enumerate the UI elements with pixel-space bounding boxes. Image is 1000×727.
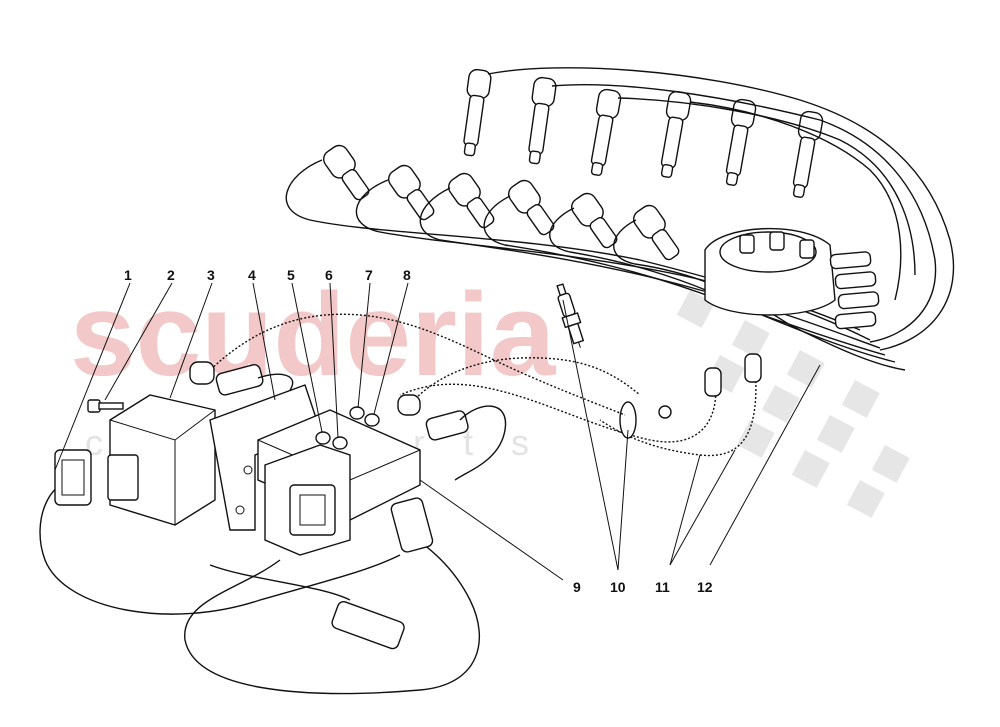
callout-8: 8 [403,267,411,283]
front-row-plug-boots [323,144,680,261]
sensor-cable [204,313,626,416]
connector-mid-2 [425,410,469,441]
callout-9: 9 [573,579,581,595]
connector-1 [54,449,92,506]
spark-plug [556,283,585,348]
callout-6: 6 [325,267,333,283]
connector-bottom [331,600,405,650]
distributor-cap [704,227,880,330]
control-units-assembly [87,384,421,556]
callout-12: 12 [697,579,713,595]
callout-2: 2 [167,267,175,283]
connector-mid [215,364,264,396]
connector-right [390,497,434,553]
callout-1: 1 [124,267,132,283]
ignition-lead-set [285,67,955,371]
callout-numbers: 1 2 3 4 5 6 7 8 9 10 11 12 [124,267,713,595]
bolt [87,399,124,413]
washers [315,406,380,450]
wiring-loom [39,364,507,695]
leader-lines [54,282,821,581]
cable-plug-left [189,361,215,385]
callout-4: 4 [248,267,256,283]
callout-3: 3 [207,267,215,283]
callout-7: 7 [365,267,373,283]
mounting-bracket [209,384,321,531]
callout-10: 10 [610,579,626,595]
callout-11: 11 [655,579,670,595]
braided-hv-leads [399,353,762,457]
cable-plug-right [397,394,421,416]
callout-5: 5 [287,267,295,283]
watermark-brand: scuderia [70,269,557,401]
